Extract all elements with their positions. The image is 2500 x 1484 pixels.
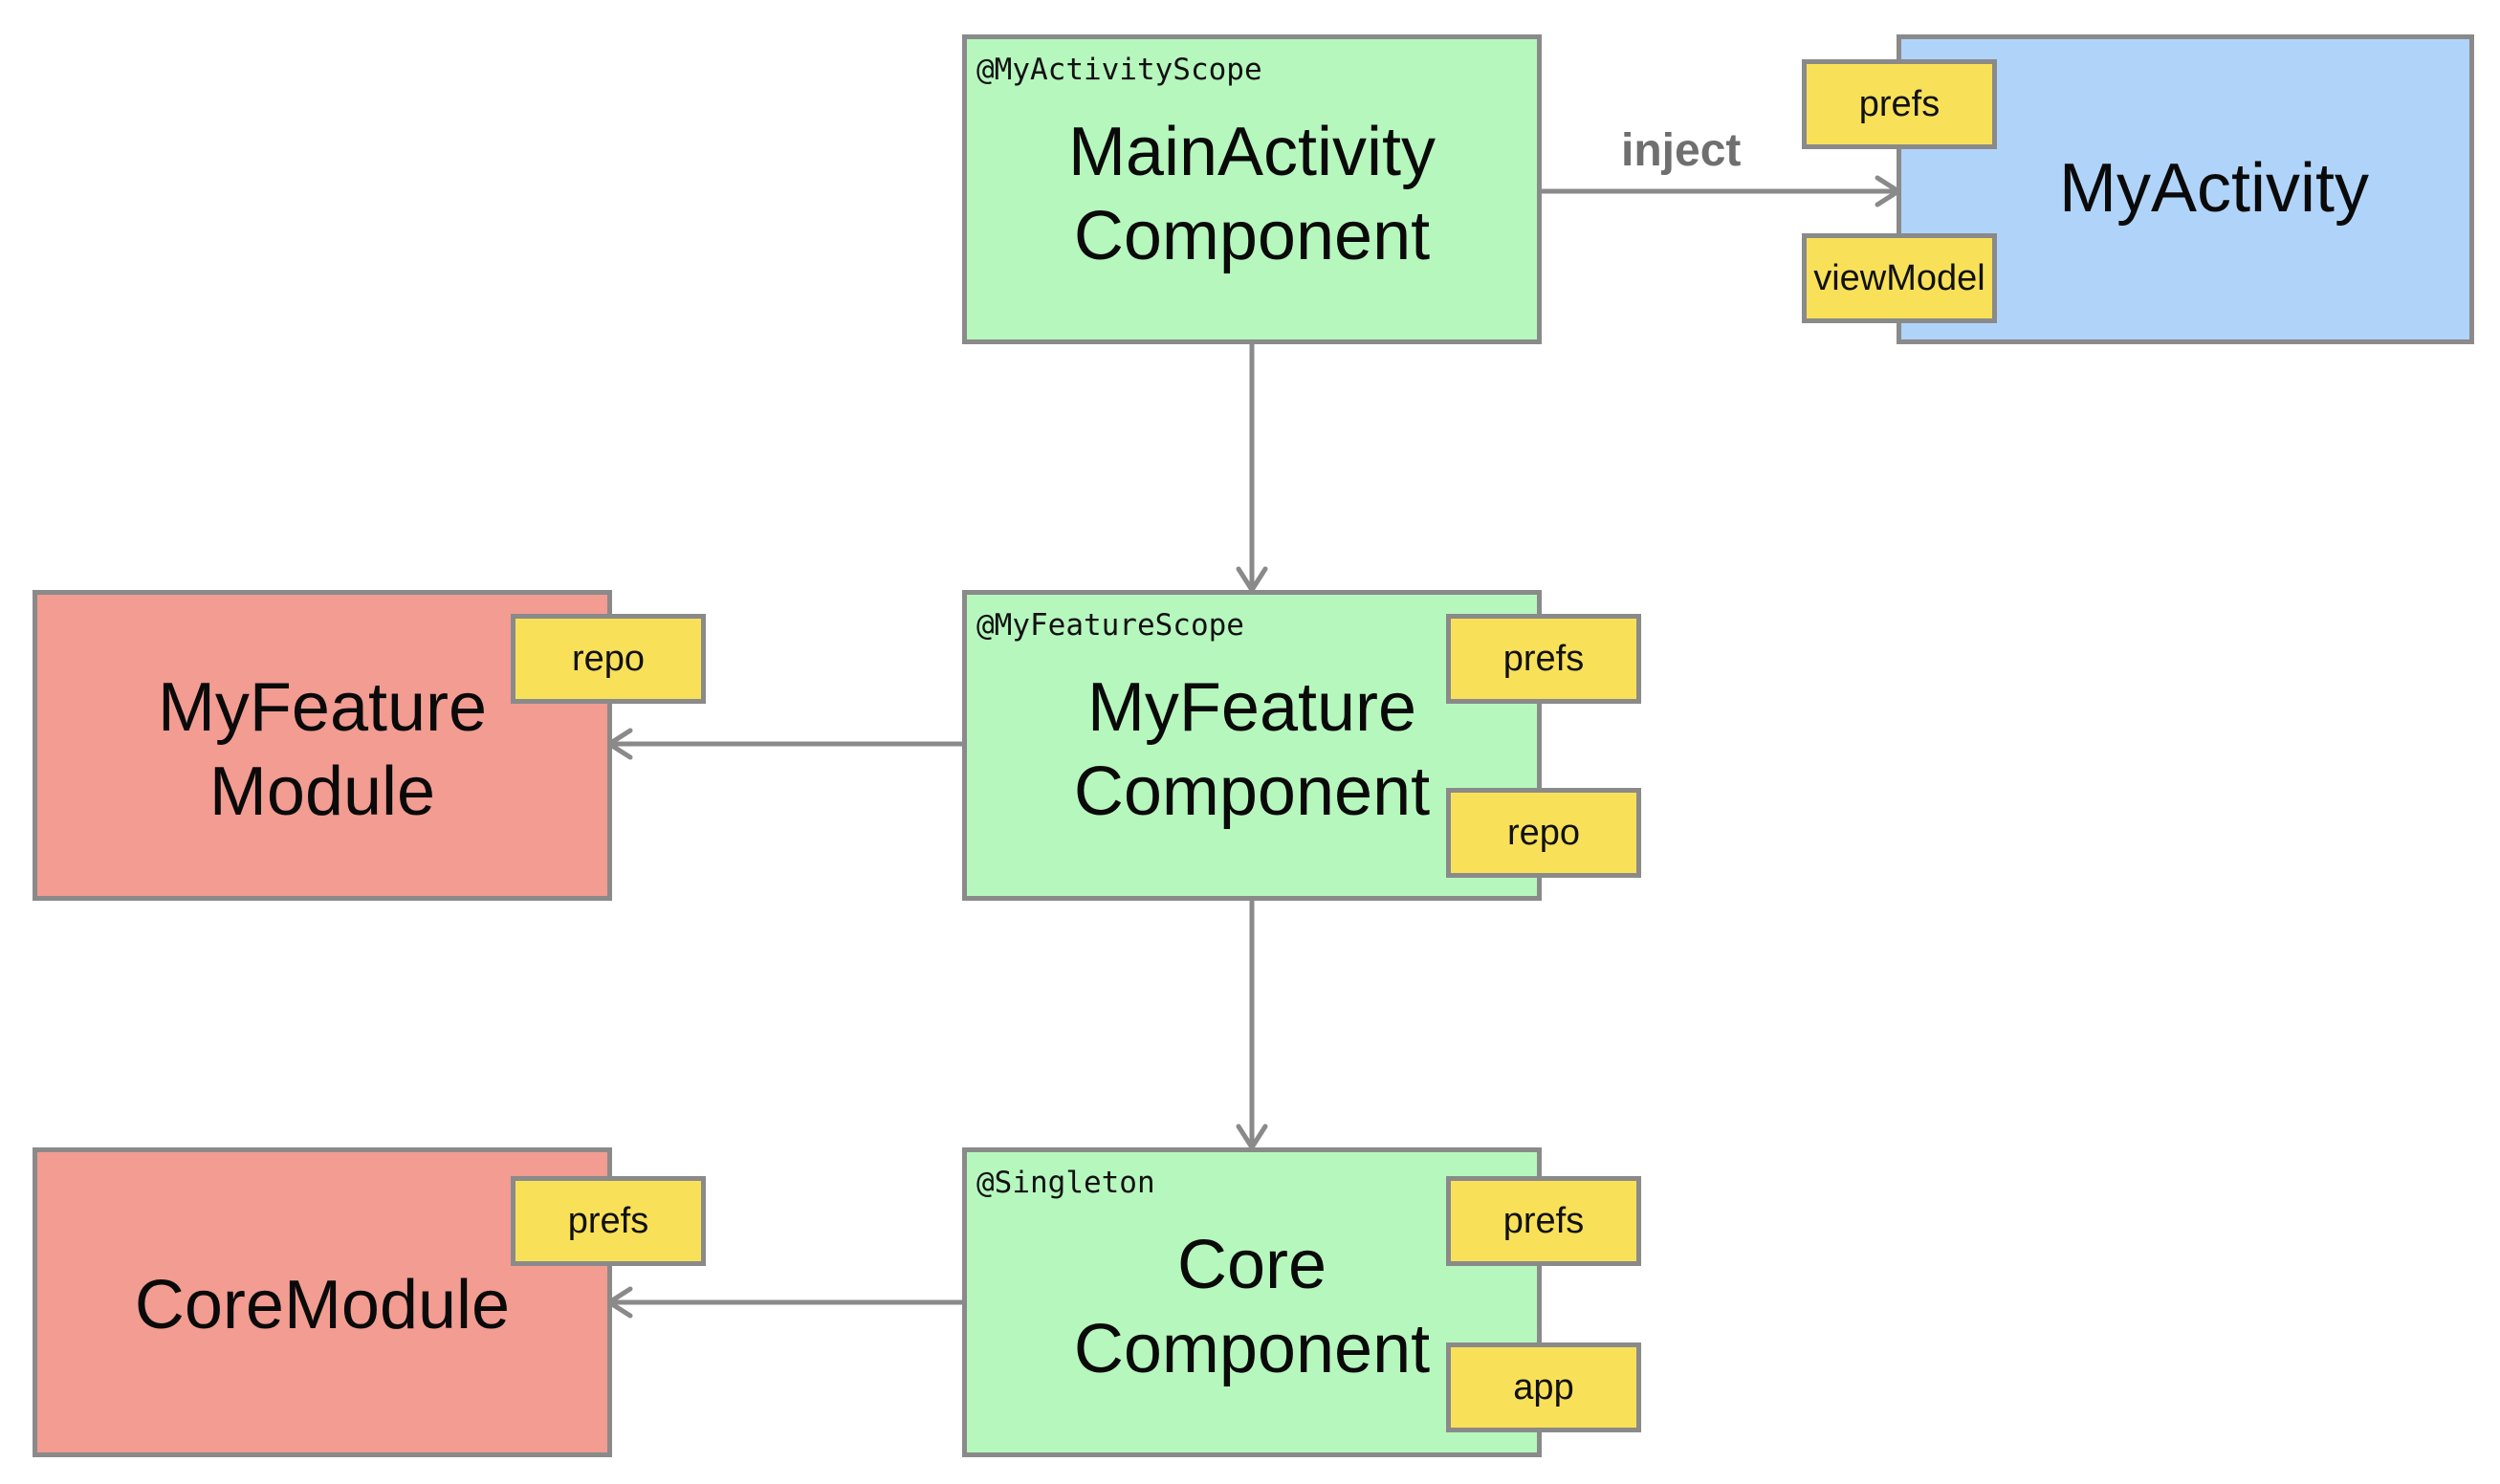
core-module-prefs-tag: prefs	[511, 1176, 706, 1266]
node-title: MyActivity	[2059, 150, 2369, 227]
core-app-tag: app	[1446, 1342, 1641, 1432]
main-activity-component-node[interactable]: @MyActivityScope MainActivity Component	[962, 34, 1542, 344]
node-title-line-1: MyFeature	[157, 669, 488, 746]
feature-module-repo-tag: repo	[511, 614, 706, 704]
feature-prefs-tag: prefs	[1446, 614, 1641, 704]
activity-view-model-tag: viewModel	[1802, 233, 1997, 323]
activity-prefs-tag: prefs	[1802, 59, 1997, 149]
arrow-core-to-module	[606, 1286, 965, 1319]
node-title: CoreModule	[134, 1267, 511, 1343]
inject-label: inject	[1621, 125, 1742, 176]
node-title-line-2: Module	[208, 753, 436, 830]
my-feature-component-node[interactable]: @MyFeatureScope MyFeature Component	[962, 590, 1542, 901]
inject-arrow	[1539, 175, 1901, 207]
scope-annotation: @Singleton	[976, 1166, 1155, 1200]
arrow-feature-to-module	[606, 728, 965, 760]
node-title-line-2: Component	[1073, 1311, 1431, 1387]
node-title-line-1: Core	[1176, 1227, 1327, 1303]
node-title-line-1: MyFeature	[1086, 669, 1417, 746]
arrow-feature-to-core	[1236, 898, 1268, 1150]
arrow-main-to-feature	[1236, 341, 1268, 593]
node-title-line-1: MainActivity	[1067, 114, 1436, 190]
core-prefs-tag: prefs	[1446, 1176, 1641, 1266]
scope-annotation: @MyFeatureScope	[976, 608, 1244, 643]
node-title-line-2: Component	[1073, 198, 1431, 274]
node-title-line-2: Component	[1073, 753, 1431, 830]
feature-repo-tag: repo	[1446, 788, 1641, 878]
core-component-node[interactable]: @Singleton Core Component	[962, 1147, 1542, 1457]
scope-annotation: @MyActivityScope	[976, 53, 1262, 87]
